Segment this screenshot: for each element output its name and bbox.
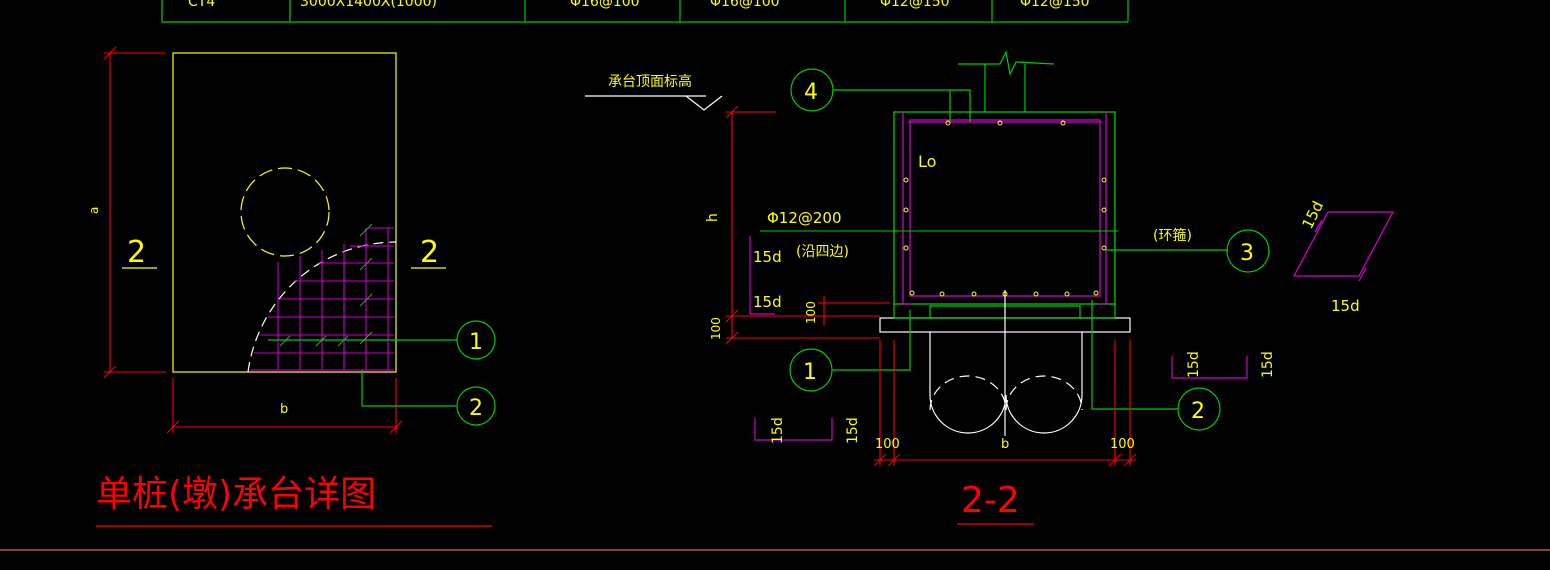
- table-cell-size: 3000X1400X(1000): [300, 0, 437, 10]
- callout-2-leader: [1091, 300, 1178, 410]
- rebar-note: (沿四边): [796, 244, 849, 260]
- rebar-table: [161, 0, 1129, 23]
- section-mark-right-label: 2: [420, 235, 439, 270]
- callout-1-bubble: [456, 320, 496, 360]
- callout-3-label: 3: [1240, 241, 1254, 266]
- plan-view: a b 2 2 1 2 单桩(墩)承台详图: [87, 46, 496, 527]
- section-mark-left-label: 2: [127, 235, 146, 270]
- drawing-title: 单桩(墩)承台详图: [96, 474, 376, 515]
- dim-h-label: h: [705, 213, 721, 222]
- lo-label: Lo: [918, 152, 936, 171]
- callout-2-bubble: [456, 386, 496, 426]
- table-cell-5: Φ12@150: [880, 0, 950, 10]
- dim-b-section-label: b: [1001, 437, 1009, 452]
- hook-15d-e: 15d: [1186, 351, 1202, 378]
- hoop-shape: [1292, 211, 1395, 277]
- pile-circle: [240, 167, 330, 257]
- callout-1-label: 1: [469, 330, 483, 355]
- hook-bracket-bottom-right: [1171, 356, 1248, 379]
- hoop-detail: 15d 15d: [1292, 198, 1395, 315]
- ring-note: (环箍): [1153, 227, 1192, 244]
- callout-1-leader: [832, 310, 911, 371]
- hook-15d-a: 15d: [753, 248, 782, 266]
- elevation-triangle: [685, 95, 723, 111]
- hook-15d-b: 15d: [753, 293, 782, 311]
- callout-3-bubble: [1226, 229, 1270, 273]
- table-cell-id: CT4: [188, 0, 215, 10]
- dim-b-section: [873, 340, 1137, 467]
- callout-2-label: 2: [1191, 399, 1205, 424]
- pile: [929, 290, 1083, 436]
- callout-4-leader: [833, 89, 971, 122]
- dim-a-label: a: [87, 207, 101, 214]
- pile-arc: [247, 241, 397, 373]
- table-cell-6: Φ12@150: [1020, 0, 1090, 10]
- rebar-cage: [902, 112, 1107, 305]
- callout-2-label: 2: [469, 396, 483, 421]
- callout-4-label: 4: [804, 80, 818, 105]
- callout-2-bubble: [1177, 387, 1221, 431]
- hoop-15d-bottom: 15d: [1331, 297, 1360, 315]
- dim-100-bottom-right: 100: [1110, 437, 1135, 452]
- column-stub: [958, 50, 1055, 112]
- dim-a: [103, 46, 166, 379]
- hoop-15d-top: 15d: [1298, 198, 1327, 232]
- hook-15d-f: 15d: [1260, 351, 1276, 378]
- dim-100-left: 100: [709, 317, 723, 340]
- dim-100-inner: 100: [804, 301, 818, 324]
- dim-100-bottom-left: 100: [875, 437, 900, 452]
- dim-h: [725, 105, 890, 345]
- section-title: 2-2: [961, 480, 1020, 521]
- section-view: 承台顶面标高 Lo: [585, 50, 1276, 525]
- table-cell-4: Φ16@100: [710, 0, 780, 10]
- rebar-spec: Φ12@200: [767, 209, 842, 227]
- hook-bracket-bottom-left: [754, 418, 833, 441]
- callout-1-bubble: [789, 348, 833, 392]
- hook-bracket-left: [749, 236, 775, 315]
- table-cell-3: Φ16@100: [570, 0, 640, 10]
- rebar-mesh: [250, 227, 394, 371]
- mesh-ticks: [279, 223, 373, 347]
- bar-dots: [903, 120, 1107, 297]
- dim-b-label: b: [280, 402, 288, 417]
- hook-15d-c: 15d: [770, 417, 786, 444]
- elevation-label: 承台顶面标高: [608, 73, 692, 90]
- callout-4-bubble: [790, 68, 834, 112]
- callout-2-leader: [361, 370, 456, 407]
- cap-body: [893, 111, 1116, 305]
- callout-1-label: 1: [803, 360, 817, 385]
- cap-outline: [172, 52, 397, 373]
- hook-15d-d: 15d: [845, 417, 861, 444]
